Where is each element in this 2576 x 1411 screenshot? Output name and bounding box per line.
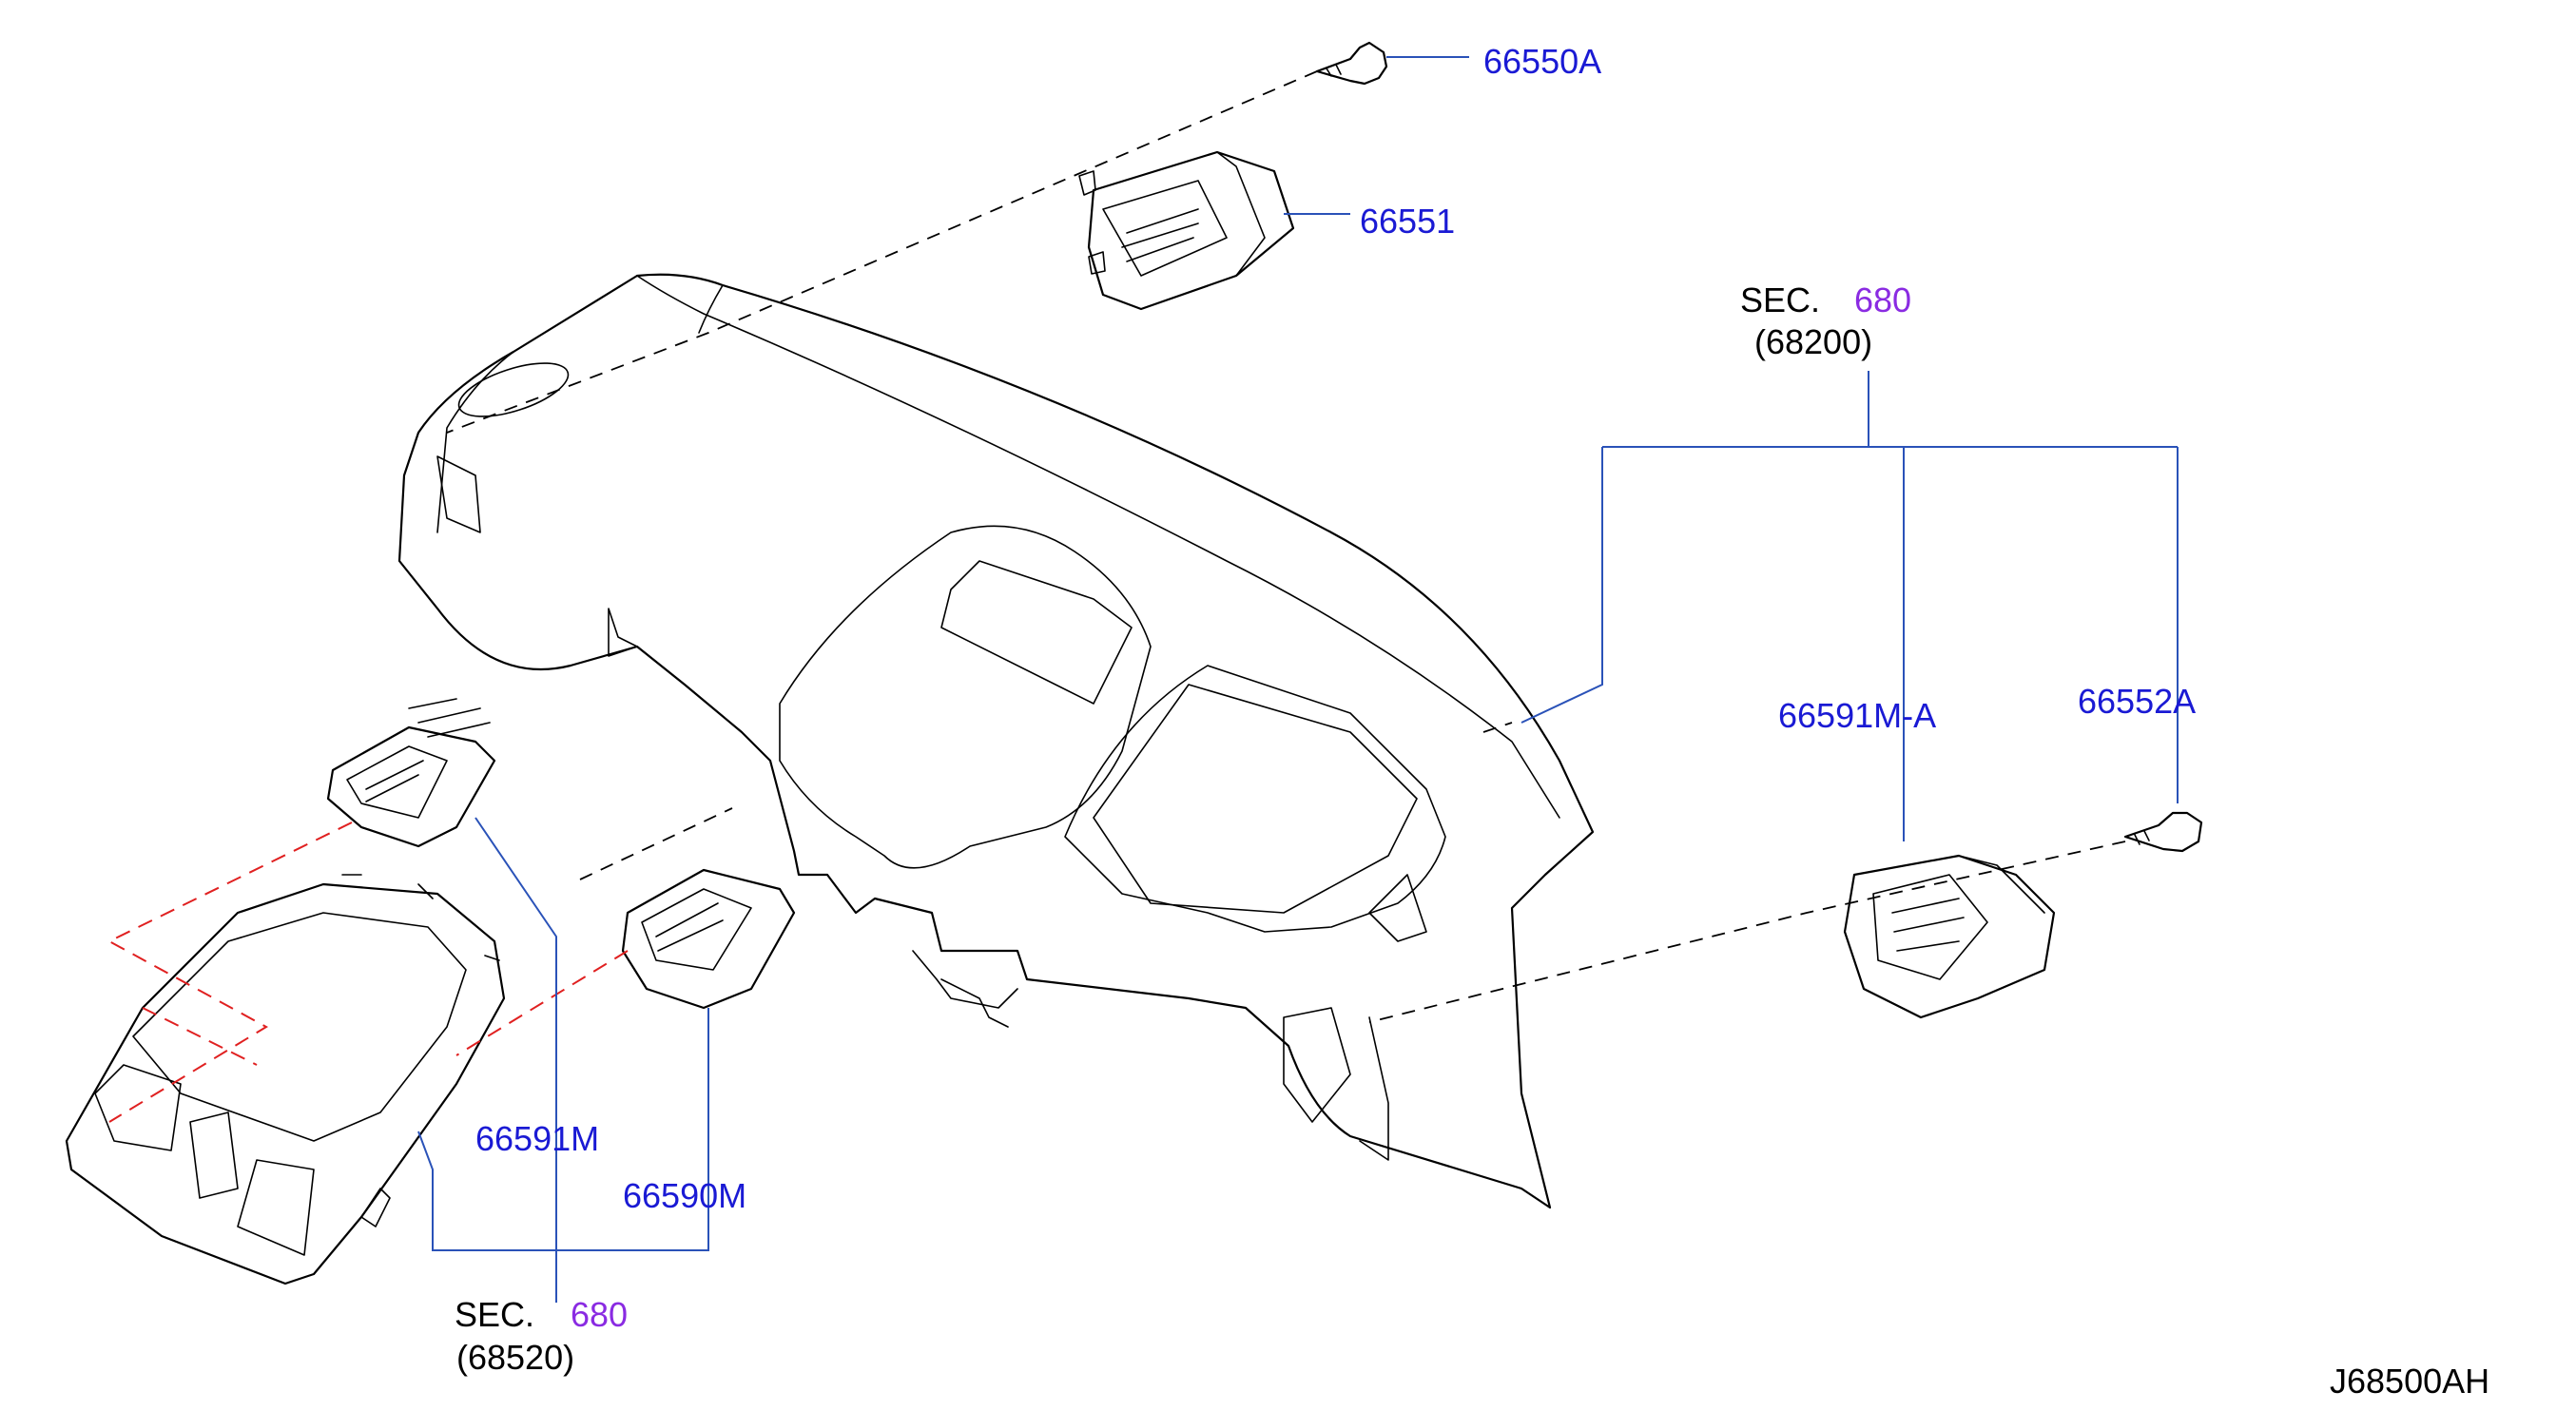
side-vent-left-drawing bbox=[326, 698, 496, 848]
part-label-66551[interactable]: 66551 bbox=[1360, 202, 1455, 241]
instrument-panel-drawing bbox=[397, 273, 1595, 1209]
section-number-bottom[interactable]: 680 bbox=[571, 1295, 628, 1334]
section-prefix-bottom: SEC. bbox=[455, 1295, 534, 1334]
section-prefix-top: SEC. bbox=[1740, 280, 1820, 319]
side-vent-right-drawing bbox=[1843, 854, 2056, 1019]
cluster-lid-drawing bbox=[65, 874, 506, 1285]
drawing-code: J68500AH bbox=[2330, 1362, 2489, 1401]
part-label-66552A[interactable]: 66552A bbox=[2078, 682, 2196, 721]
part-label-66550A[interactable]: 66550A bbox=[1483, 42, 1601, 81]
part-label-66591M[interactable]: 66591M bbox=[475, 1119, 599, 1158]
screw-top-drawing bbox=[1315, 41, 1388, 86]
screw-right-drawing bbox=[2123, 811, 2203, 853]
section-sub-top: (68200) bbox=[1754, 322, 1872, 361]
leader-lines bbox=[417, 56, 2179, 1303]
part-label-66591M-A[interactable]: 66591M-A bbox=[1778, 696, 1936, 735]
part-label-66590M[interactable]: 66590M bbox=[623, 1176, 746, 1215]
side-vent-top-drawing bbox=[1078, 150, 1295, 311]
assembly-lines bbox=[107, 70, 2126, 1123]
center-vent-drawing bbox=[621, 868, 796, 1010]
section-number-top[interactable]: 680 bbox=[1854, 280, 1911, 319]
section-sub-bottom: (68520) bbox=[456, 1338, 574, 1377]
